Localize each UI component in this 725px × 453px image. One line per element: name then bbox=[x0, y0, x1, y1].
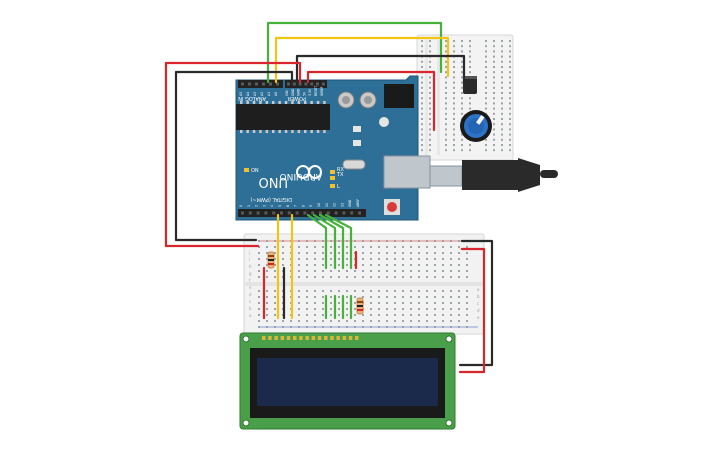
analog-header bbox=[238, 80, 283, 88]
resistor-2[interactable] bbox=[356, 297, 364, 315]
wire-green-d4 bbox=[312, 213, 337, 270]
microcontroller-chip bbox=[236, 104, 330, 130]
power-pin-label: VIN bbox=[285, 90, 289, 96]
small-breadboard bbox=[416, 34, 514, 161]
power-pin-label: IOREF bbox=[320, 86, 324, 96]
power-pin-label: 5V bbox=[302, 91, 306, 96]
digital-pin-label: 4 bbox=[270, 205, 274, 207]
analog-pin-label: A5 bbox=[239, 92, 243, 96]
breadboard-row-label: b bbox=[249, 306, 252, 311]
wire-black-gnd-top bbox=[295, 54, 466, 87]
digital-pin-label: 2 bbox=[255, 205, 259, 207]
breadboard-row-label: h bbox=[249, 264, 252, 269]
crystal bbox=[342, 159, 366, 170]
breadboard-row-label-right: c bbox=[477, 301, 479, 306]
temperature-sensor[interactable] bbox=[463, 76, 477, 94]
analog-label: ANALOG IN bbox=[238, 95, 266, 101]
wire-green-d2 bbox=[324, 213, 353, 270]
led-tx-label: TX bbox=[336, 172, 344, 178]
digital-pin-label: 10 bbox=[317, 203, 321, 207]
digital-label: DIGITAL (PWM~) bbox=[250, 196, 292, 202]
analog-pin-label: A1 bbox=[267, 92, 271, 96]
led-on-label: ON bbox=[251, 168, 259, 174]
lcd-module[interactable] bbox=[239, 332, 456, 430]
digital-pin-label: 11 bbox=[325, 203, 329, 207]
breadboard-row-label-right: d bbox=[477, 308, 480, 313]
power-pin-label: RESET bbox=[314, 86, 318, 96]
digital-pin-label: 1 bbox=[247, 205, 251, 207]
breadboard-row-label: d bbox=[249, 292, 252, 297]
breadboard-row-label: a bbox=[249, 313, 252, 318]
resistor-1[interactable] bbox=[267, 251, 275, 269]
analog-pin-label: A0 bbox=[274, 92, 278, 96]
breadboard-row-label-right: b bbox=[477, 294, 480, 299]
breadboard-row-label-right: e bbox=[477, 315, 480, 320]
digital-pin-label: 9 bbox=[309, 205, 313, 207]
digital-pin-label: GND bbox=[348, 199, 352, 207]
wire-red-5v bbox=[164, 61, 302, 248]
digital-pin-label: 5 bbox=[278, 205, 282, 207]
breadboard-row-label: c bbox=[249, 299, 251, 304]
wire-black-gnd bbox=[174, 70, 294, 242]
wire-green-a0 bbox=[266, 21, 443, 84]
power-pin-label: GND bbox=[297, 88, 301, 96]
wire-black-right bbox=[458, 239, 494, 367]
power-jack bbox=[384, 84, 414, 108]
model-label: UNO bbox=[259, 174, 288, 189]
analog-pin-label: A3 bbox=[253, 92, 257, 96]
power-pin-label: 3.3V bbox=[308, 88, 312, 96]
arduino-logo-icon bbox=[296, 165, 322, 179]
usb-cable bbox=[429, 158, 558, 192]
analog-pin-label: A2 bbox=[260, 92, 264, 96]
breadboard-row-label: i bbox=[249, 257, 250, 262]
digital-pin-label: 6 bbox=[286, 205, 290, 207]
wire-red-right bbox=[458, 247, 486, 374]
digital-pin-label: 7 bbox=[294, 205, 298, 207]
power-label: POWER bbox=[287, 95, 306, 101]
potentiometer[interactable] bbox=[460, 110, 492, 142]
digital-header bbox=[238, 209, 366, 217]
usb-port bbox=[383, 155, 431, 189]
lcd-screen bbox=[257, 358, 438, 406]
wires bbox=[164, 21, 494, 374]
breadboard-row-label-right: a bbox=[477, 287, 480, 292]
breadboard-row-label: j bbox=[248, 250, 250, 255]
lcd-header-pins bbox=[262, 336, 359, 340]
digital-pin-label: 13 bbox=[340, 203, 344, 207]
power-pin-label: GND bbox=[291, 88, 295, 96]
digital-pin-label: 8 bbox=[301, 205, 305, 207]
breadboard-row-label: e bbox=[249, 285, 252, 290]
breadboard-row-label: g bbox=[249, 271, 252, 276]
brand-label: ARDUINO bbox=[280, 171, 322, 181]
led-rx-label: RX bbox=[337, 167, 344, 173]
digital-pin-label: 3 bbox=[262, 205, 266, 207]
wire-red-5v-top bbox=[306, 70, 436, 132]
breadboard-row-label: f bbox=[249, 278, 251, 283]
digital-pin-label: 0 bbox=[239, 205, 243, 207]
digital-pin-label: AREF bbox=[356, 199, 360, 207]
digital-pin-label: 12 bbox=[333, 203, 337, 207]
led-l-label: L bbox=[337, 184, 340, 190]
chip-pins bbox=[240, 101, 326, 133]
arduino-uno[interactable]: ARDUINO UNO DIGITAL (PWM~) ANALOG IN POW… bbox=[235, 75, 431, 221]
analog-pin-label: A4 bbox=[246, 92, 250, 96]
wire-green-d3 bbox=[318, 213, 345, 270]
wire-green-d5 bbox=[306, 213, 328, 270]
